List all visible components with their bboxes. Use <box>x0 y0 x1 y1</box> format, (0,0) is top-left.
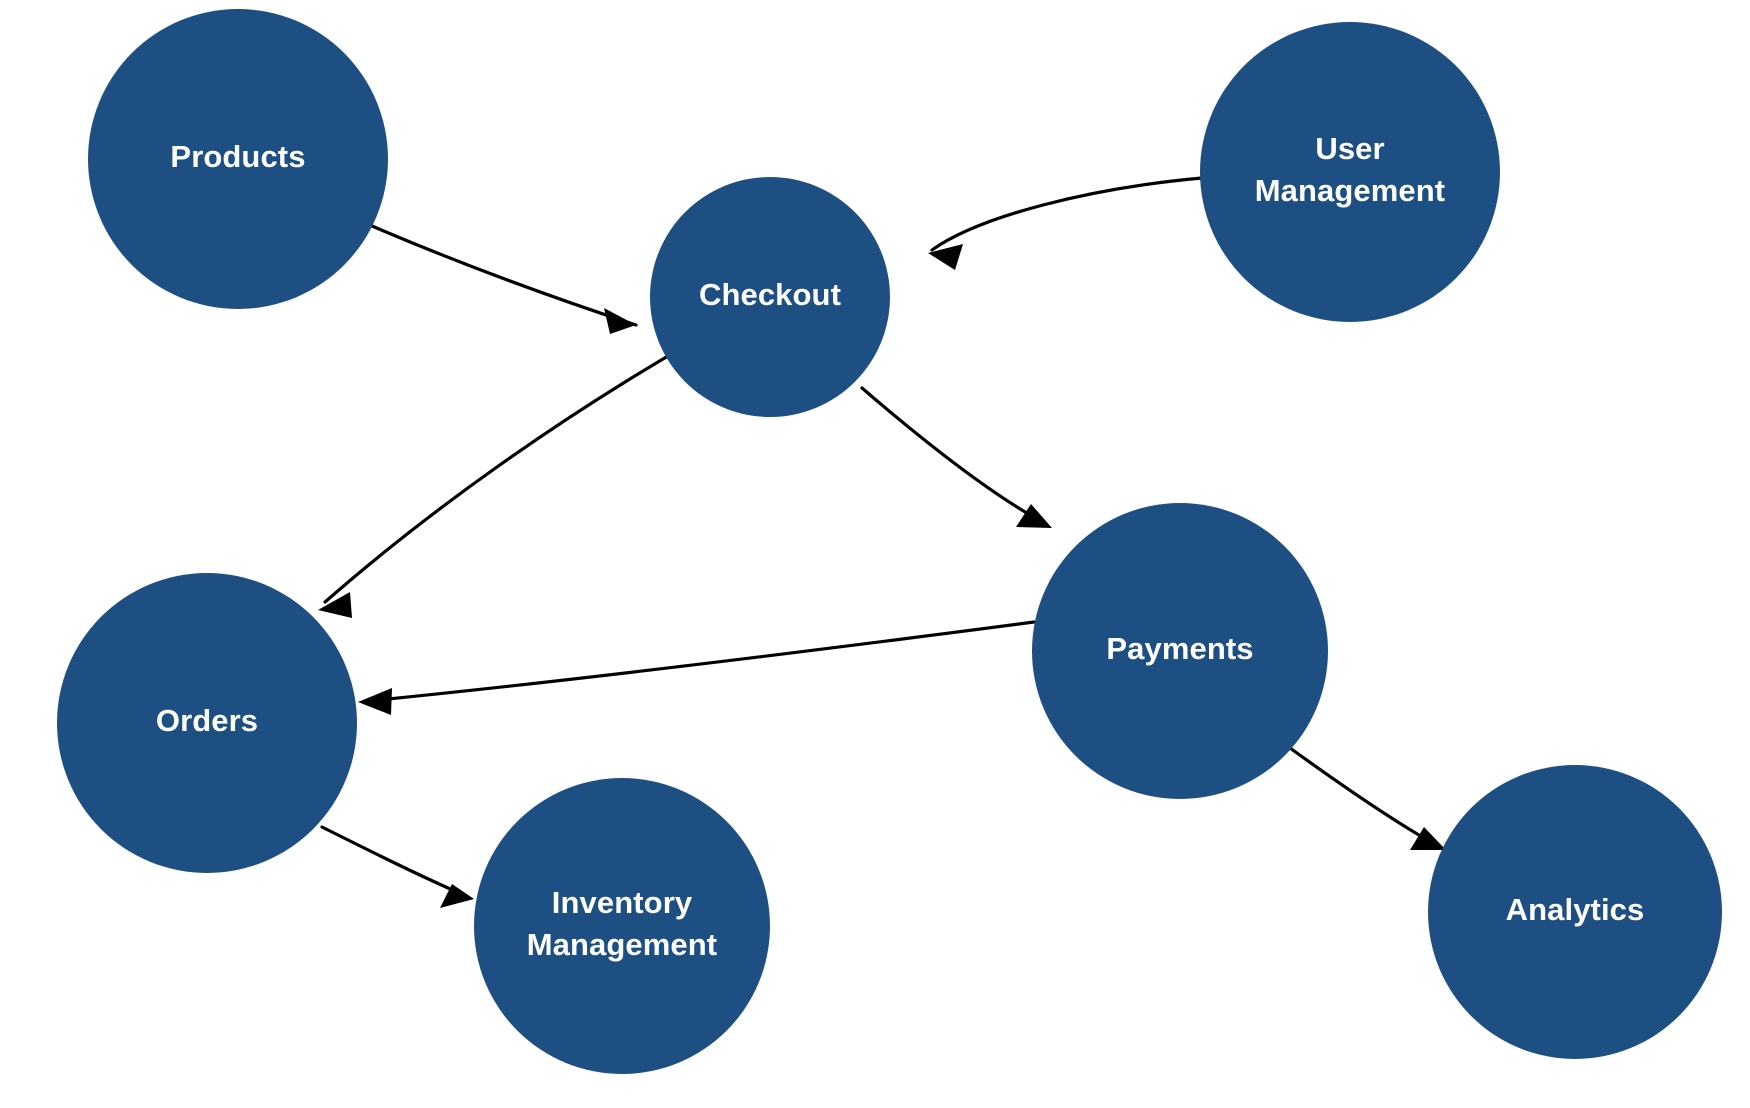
node-circle[interactable] <box>1032 503 1328 799</box>
arrowhead-icon <box>928 244 963 270</box>
node-circle[interactable] <box>1200 22 1500 322</box>
node-circle[interactable] <box>1428 765 1722 1059</box>
node-circle[interactable] <box>88 9 388 309</box>
node-label: Orders <box>156 703 258 738</box>
node-label: User <box>1315 131 1384 166</box>
node-label: Analytics <box>1506 892 1645 927</box>
node-circle[interactable] <box>57 573 357 873</box>
edge-line <box>320 825 468 898</box>
edge-line <box>860 386 1048 526</box>
arrowhead-icon <box>318 592 352 618</box>
edge-payments-orders[interactable] <box>358 620 1036 715</box>
node-circle[interactable] <box>474 778 770 1074</box>
edge-line <box>370 224 638 327</box>
edge-checkout-orders[interactable] <box>318 340 694 618</box>
edge-line <box>323 340 694 604</box>
node-label: Payments <box>1106 631 1253 666</box>
node-label: Checkout <box>699 277 841 312</box>
node-label: Management <box>1255 173 1445 208</box>
edge-payments-analytics[interactable] <box>1288 746 1446 850</box>
node-label: Management <box>527 927 717 962</box>
edge-line <box>1288 746 1440 848</box>
edge-user-management-checkout[interactable] <box>928 176 1204 270</box>
arrowhead-icon <box>604 308 636 334</box>
edge-products-checkout[interactable] <box>370 224 638 334</box>
arrowhead-icon <box>1016 504 1052 528</box>
node-analytics[interactable]: Analytics <box>1428 765 1722 1059</box>
edge-orders-inventory-management[interactable] <box>320 825 474 908</box>
node-label: Products <box>170 139 305 174</box>
node-payments[interactable]: Payments <box>1032 503 1328 799</box>
arrowhead-icon <box>358 688 392 715</box>
edge-checkout-payments[interactable] <box>860 386 1052 528</box>
node-circle[interactable] <box>650 177 890 417</box>
node-checkout[interactable]: Checkout <box>650 177 890 417</box>
node-label: Inventory <box>552 885 693 920</box>
edge-line <box>366 620 1036 703</box>
edge-line <box>930 176 1204 252</box>
edges-layer <box>318 176 1446 908</box>
nodes-layer: ProductsCheckoutUserManagementOrdersPaym… <box>57 9 1722 1074</box>
arrowhead-icon <box>440 884 474 908</box>
arrowhead-icon <box>1410 827 1446 850</box>
node-products[interactable]: Products <box>88 9 388 309</box>
node-orders[interactable]: Orders <box>57 573 357 873</box>
